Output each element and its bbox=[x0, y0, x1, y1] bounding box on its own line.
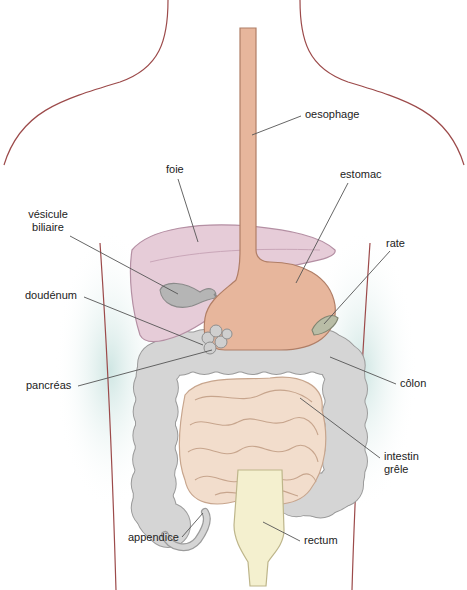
part-label: doudénum bbox=[25, 289, 77, 302]
pancreas-lobe bbox=[222, 329, 232, 339]
label-holder: vésicule biliaire bbox=[18, 208, 78, 234]
part-label: côlon bbox=[400, 377, 426, 390]
spleen bbox=[312, 316, 338, 335]
part-label: foie bbox=[166, 163, 184, 176]
pancreas-lobe bbox=[210, 325, 222, 337]
leader-line bbox=[252, 116, 301, 135]
liver-lobe-line bbox=[150, 249, 320, 262]
label-holder: oesophage bbox=[305, 108, 359, 121]
part-label: intestin grêle bbox=[384, 450, 432, 476]
body-outline bbox=[4, 0, 168, 165]
part-label: pancréas bbox=[26, 379, 71, 392]
label-holder: intestin grêle bbox=[384, 450, 432, 476]
part-label: rate bbox=[386, 237, 405, 250]
part-label: vésicule biliaire bbox=[18, 208, 78, 234]
label-holder: pancréas bbox=[26, 379, 71, 392]
part-label: appendice bbox=[128, 531, 179, 544]
label-holder: rate bbox=[386, 237, 405, 250]
leader-line bbox=[324, 251, 390, 324]
label-holder: appendice bbox=[128, 531, 179, 544]
label-holder: estomac bbox=[340, 168, 382, 181]
leader-line bbox=[70, 236, 178, 294]
intestine-fold bbox=[195, 390, 312, 402]
leader-line bbox=[296, 183, 348, 283]
leader-line bbox=[300, 398, 380, 458]
intestine-fold bbox=[190, 418, 318, 435]
label-holder: doudénum bbox=[25, 289, 77, 302]
rectum bbox=[234, 470, 284, 586]
body-outline bbox=[100, 243, 116, 590]
gallbladder bbox=[160, 283, 216, 307]
pancreas-lobe bbox=[204, 342, 216, 354]
leader-line bbox=[330, 357, 396, 384]
stomach-oesophagus bbox=[204, 28, 335, 350]
leader-line bbox=[84, 297, 203, 345]
intestine-fold bbox=[188, 445, 318, 462]
leader-line bbox=[78, 350, 212, 386]
body-outline bbox=[300, 0, 464, 165]
leader-lines bbox=[70, 116, 396, 541]
part-label: estomac bbox=[340, 168, 382, 181]
label-holder: foie bbox=[166, 163, 184, 176]
label-holder: rectum bbox=[304, 534, 338, 547]
leader-line bbox=[178, 179, 198, 242]
label-holder: côlon bbox=[400, 377, 426, 390]
part-label: oesophage bbox=[305, 108, 359, 121]
part-label: rectum bbox=[304, 534, 338, 547]
leader-line bbox=[182, 513, 203, 537]
leader-line bbox=[263, 522, 300, 541]
pancreas-duodenum bbox=[202, 325, 232, 354]
